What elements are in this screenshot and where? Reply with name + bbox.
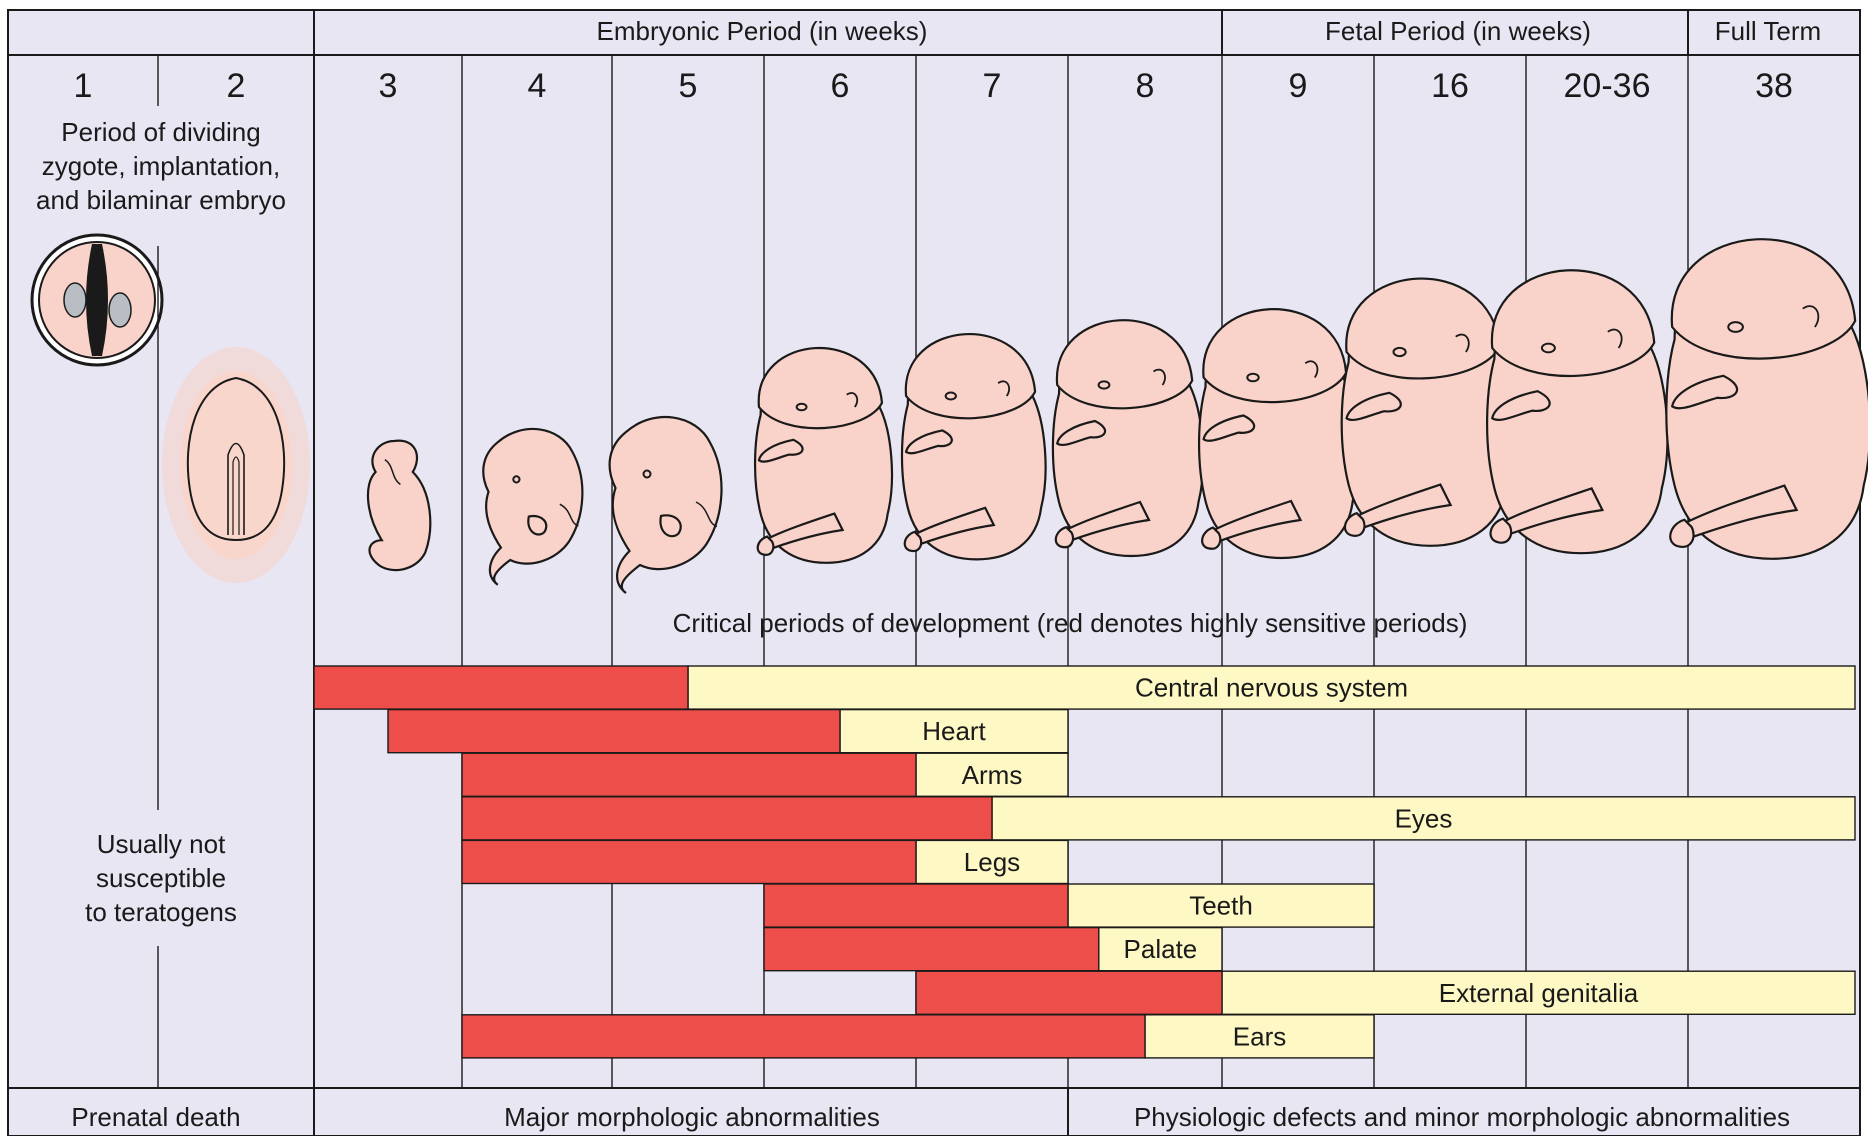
bilaminar-embryo-icon (162, 347, 310, 583)
zygote-icon (32, 235, 162, 365)
organ-label: External genitalia (1439, 978, 1639, 1008)
highly-sensitive-segment (462, 840, 916, 883)
early-period-note: Period of dividing zygote, implantation,… (36, 117, 286, 215)
highly-sensitive-segment (462, 1015, 1145, 1058)
organ-label: Central nervous system (1135, 673, 1408, 703)
early-note-line-3: and bilaminar embryo (36, 185, 286, 215)
major-abnormalities-label: Major morphologic abnormalities (504, 1102, 880, 1132)
week-label: 9 (1289, 67, 1308, 105)
organ-bar: Arms (462, 753, 1068, 796)
highly-sensitive-segment (916, 971, 1222, 1014)
not-susceptible-line-3: to teratogens (85, 897, 237, 927)
early-note-line-1: Period of dividing (61, 117, 260, 147)
organ-bar: Heart (388, 710, 1068, 753)
highly-sensitive-segment (314, 666, 688, 709)
fetus-icon (1666, 239, 1868, 559)
organ-label: Heart (922, 716, 986, 746)
organ-label: Eyes (1395, 803, 1453, 833)
week-label: 8 (1136, 67, 1155, 105)
not-susceptible-line-1: Usually not (97, 829, 226, 859)
early-note-line-2: zygote, implantation, (42, 151, 280, 181)
highly-sensitive-segment (462, 797, 992, 840)
organ-bar: Teeth (764, 884, 1374, 927)
week-label: 5 (679, 67, 698, 105)
fetus-icon (1199, 309, 1358, 558)
week-label: 20-36 (1564, 67, 1651, 105)
not-susceptible-line-2: susceptible (96, 863, 226, 893)
week-label: 3 (379, 67, 398, 105)
week-label: 16 (1431, 67, 1469, 105)
not-susceptible-note: Usually not susceptible to teratogens (85, 829, 237, 927)
prenatal-death-label: Prenatal death (71, 1102, 240, 1132)
highly-sensitive-segment (764, 928, 1099, 971)
organ-label: Palate (1124, 934, 1198, 964)
minor-abnormalities-label: Physiologic defects and minor morphologi… (1134, 1102, 1790, 1132)
full-term-header: Full Term (1715, 16, 1821, 46)
week-label: 4 (528, 67, 547, 105)
embryo-icon (755, 348, 892, 563)
organ-label: Teeth (1189, 891, 1253, 921)
organ-bar: Eyes (462, 797, 1855, 840)
organ-bar: External genitalia (916, 971, 1855, 1014)
fetal-period-header: Fetal Period (in weeks) (1325, 16, 1591, 46)
week-label: 6 (831, 67, 850, 105)
week-label: 38 (1755, 67, 1793, 105)
highly-sensitive-segment (388, 710, 840, 753)
organ-bar: Palate (764, 928, 1222, 971)
week-label: 2 (227, 67, 246, 105)
organ-bar: Ears (462, 1015, 1374, 1058)
highly-sensitive-segment (462, 753, 916, 796)
week-label: 7 (983, 67, 1002, 105)
organ-bar: Legs (462, 840, 1068, 883)
embryonic-period-header: Embryonic Period (in weeks) (597, 16, 928, 46)
organ-label: Arms (962, 760, 1023, 790)
embryo-icon (1053, 320, 1203, 556)
organ-label: Legs (964, 847, 1020, 877)
critical-periods-title: Critical periods of development (red den… (673, 608, 1468, 638)
highly-sensitive-segment (764, 884, 1068, 927)
week-label: 1 (74, 67, 93, 105)
organ-label: Ears (1233, 1021, 1286, 1051)
organ-bar: Central nervous system (314, 666, 1855, 709)
fetus-icon (1487, 270, 1667, 553)
embryo-icon (902, 334, 1046, 559)
